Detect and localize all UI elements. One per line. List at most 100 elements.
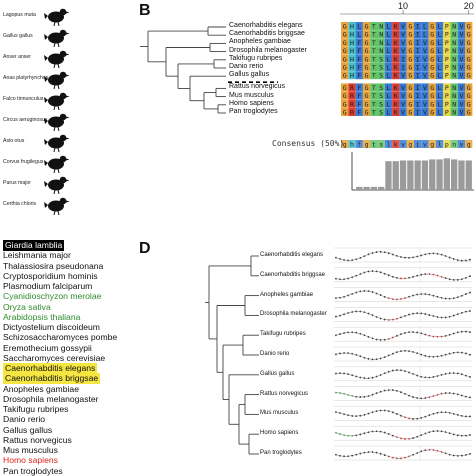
residue-letter: F [357, 39, 361, 47]
panel-b-species-label: Pan troglodytes [229, 108, 278, 115]
bird-name: Falco tinnunculus [3, 96, 43, 102]
residue-letter: G [365, 64, 369, 72]
profile-point [469, 310, 471, 312]
residue-letter: I [416, 47, 420, 55]
residue-letter: R [350, 92, 354, 100]
duck-silhouette-icon [44, 69, 70, 89]
conservation-bar [458, 160, 464, 190]
residue-letter: V [459, 47, 463, 55]
panel-c-species-label: Pan troglodytes [3, 466, 63, 476]
conservation-bar [466, 160, 472, 190]
ruler-label: 20 [464, 1, 474, 11]
residue-letter: G [365, 31, 369, 39]
panel-c-species-label: Rattus norvegicus [3, 435, 72, 446]
panel-c-species-label: Giardia lamblia [3, 240, 64, 251]
bird-name: Gallus gallus [3, 33, 33, 39]
consensus-letter: h [350, 141, 354, 149]
residue-letter: R [350, 100, 354, 108]
consensus-letter: v [423, 141, 427, 149]
residue-letter: V [459, 100, 463, 108]
residue-letter: V [423, 64, 427, 72]
residue-letter: V [401, 39, 405, 47]
profile-point [469, 275, 471, 277]
residue-letter: V [459, 84, 463, 92]
residue-letter: G [343, 92, 347, 100]
panel-d-species-label: Caenorhabditis briggsae [260, 272, 325, 278]
residue-letter: L [423, 31, 427, 39]
profile-point [469, 354, 471, 356]
residue-letter: L [438, 55, 442, 63]
panel-c-species-label: Drosophila melanogaster [3, 394, 99, 405]
residue-letter: N [379, 47, 383, 55]
residue-letter: G [430, 55, 434, 63]
chicken-silhouette-icon [44, 27, 70, 47]
panel-d-species-label: Takifugu rubripes [260, 331, 306, 337]
conservation-bar [356, 187, 362, 190]
residue-letter: N [452, 47, 456, 55]
bird-name: Parus major [3, 180, 31, 186]
panel-c-species-label: Homo sapiens [3, 455, 58, 466]
residue-letter: I [416, 23, 420, 31]
residue-letter: G [365, 92, 369, 100]
residue-letter: V [423, 92, 427, 100]
residue-letter: V [423, 109, 427, 117]
residue-letter: N [452, 39, 456, 47]
residue-letter: G [430, 92, 434, 100]
residue-letter: G [343, 23, 347, 31]
residue-letter: G [365, 47, 369, 55]
consensus-letter: g [408, 141, 412, 149]
panel-b-species-label: Gallus gallus [229, 71, 269, 78]
residue-letter: P [445, 109, 449, 117]
residue-letter: V [401, 84, 405, 92]
residue-letter: S [379, 109, 383, 117]
residue-letter: N [452, 92, 456, 100]
grouse-silhouette-icon [44, 6, 70, 26]
bird-name: Lagopus muta [3, 12, 36, 18]
residue-letter: G [467, 84, 471, 92]
residue-letter: L [386, 84, 390, 92]
residue-letter: N [452, 100, 456, 108]
residue-letter: V [459, 64, 463, 72]
owl-silhouette-icon [44, 132, 70, 152]
residue-letter: T [372, 109, 376, 117]
residue-letter: G [430, 100, 434, 108]
residue-letter: L [357, 31, 361, 39]
panel-c-species-label: Oryza sativa [3, 302, 51, 313]
songbird-silhouette-icon [44, 195, 70, 215]
residue-letter: G [408, 109, 412, 117]
residue-letter: K [394, 64, 398, 72]
residue-letter: F [357, 84, 361, 92]
residue-letter: V [401, 92, 405, 100]
residue-letter: G [343, 84, 347, 92]
panel-c-species-label: Schizosaccharomyces pombe [3, 332, 117, 343]
residue-letter: K [394, 39, 398, 47]
bird-name: Corvus frugilegus [3, 159, 43, 165]
residue-letter: G [430, 84, 434, 92]
harrier-silhouette-icon [44, 111, 70, 131]
residue-letter: L [386, 109, 390, 117]
consensus-letter: i [416, 141, 420, 149]
residue-letter: H [350, 47, 354, 55]
bird-name: Circus aeruginosus [3, 117, 47, 123]
residue-letter: G [467, 64, 471, 72]
panel-d-species-label: Gallus gallus [260, 371, 294, 377]
residue-letter: H [350, 64, 354, 72]
conservation-bar [444, 158, 450, 190]
residue-letter: P [445, 31, 449, 39]
residue-letter: K [394, 100, 398, 108]
residue-letter: N [379, 31, 383, 39]
panel-d-species-label: Danio rerio [260, 351, 289, 357]
conservation-bar [385, 161, 391, 190]
residue-letter: K [394, 23, 398, 31]
consensus-letter: g [467, 141, 471, 149]
profile-point [469, 376, 471, 378]
panel-b-species-label: Homo sapiens [229, 100, 274, 107]
residue-letter: K [394, 55, 398, 63]
panel-c-species-label: Leishmania major [3, 250, 71, 261]
consensus-letter: p [445, 141, 449, 149]
residue-letter: G [430, 72, 434, 80]
goose-silhouette-icon [44, 48, 70, 68]
crow-silhouette-icon [44, 153, 70, 173]
panel-c-species-label: Mus musculus [3, 445, 58, 456]
